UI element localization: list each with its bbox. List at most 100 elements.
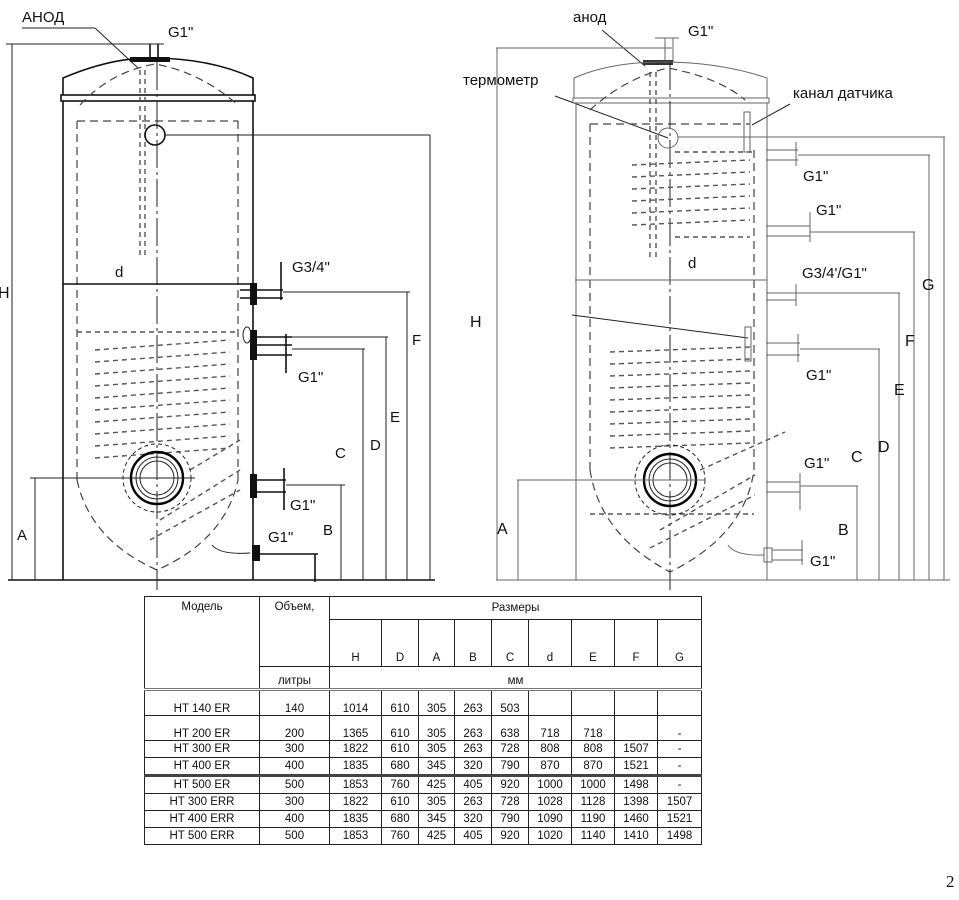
right-G-label: G (922, 277, 934, 294)
dimension-cell-D: 680 (381, 757, 419, 776)
col-header-B: B (454, 619, 492, 667)
col-header-C: C (491, 619, 529, 667)
dimension-cell-F: 1507 (614, 740, 658, 758)
dimension-cell-D: 760 (381, 827, 419, 845)
left-top-connection-label: G1" (168, 24, 193, 41)
left-H-label: H (0, 285, 10, 302)
dimension-cell-C: 503 (491, 688, 529, 716)
dimension-cell-A: 345 (418, 810, 455, 828)
dimension-cell-E (571, 688, 615, 716)
dimension-cell-A: 425 (418, 827, 455, 845)
dimension-cell-C: 728 (491, 740, 529, 758)
col-header-G: G (657, 619, 702, 667)
dimension-cell-H: 1835 (329, 757, 382, 776)
left-C-label: C (335, 445, 346, 462)
dimension-cell-H: 1822 (329, 793, 382, 811)
dimension-cell-G: - (657, 740, 702, 758)
dimension-cell-C: 920 (491, 827, 529, 845)
right-A-label: A (497, 521, 508, 538)
dimension-cell-D: 610 (381, 715, 419, 741)
dimension-cell-G: - (657, 757, 702, 776)
dimension-cell-C: 790 (491, 757, 529, 776)
model-cell: HT 300 ER (144, 740, 260, 758)
dimension-cell-B: 405 (454, 774, 492, 794)
dimension-cell-B: 263 (454, 688, 492, 716)
right-g1-bottom-label: G1" (810, 553, 835, 570)
dimension-cell-B: 405 (454, 827, 492, 845)
dimension-cell-A: 305 (418, 688, 455, 716)
dimension-cell-B: 320 (454, 757, 492, 776)
col-header-F: F (614, 619, 658, 667)
left-E-label: E (390, 409, 400, 426)
dimension-cell-E: 808 (571, 740, 615, 758)
right-d-label: d (688, 255, 696, 272)
volume-header: Объем, (259, 596, 330, 667)
dimension-cell-D: 610 (381, 740, 419, 758)
right-g1-upper2-label: G1" (816, 202, 841, 219)
model-cell: HT 140 ER (144, 688, 260, 716)
left-g34-label: G3/4" (292, 259, 330, 276)
dimension-cell-A: 305 (418, 715, 455, 741)
dimension-cell-B: 263 (454, 793, 492, 811)
left-tank-diagram: АНОД G1" d (0, 9, 435, 590)
right-D-label: D (878, 439, 890, 456)
dimension-cell-C: 728 (491, 793, 529, 811)
dimension-cell-d: 1020 (528, 827, 572, 845)
sensor-channel-label: канал датчика (793, 85, 894, 102)
left-g1-lower-label: G1" (290, 497, 315, 514)
volume-unit: литры (259, 666, 330, 690)
model-cell: HT 200 ER (144, 715, 260, 741)
model-cell: HT 500 ER (144, 774, 260, 794)
dimension-cell-D: 680 (381, 810, 419, 828)
model-cell: HT 400 ER (144, 757, 260, 776)
dimension-cell-F: 1498 (614, 774, 658, 794)
volume-cell: 200 (259, 715, 330, 741)
dimension-cell-F: 1410 (614, 827, 658, 845)
right-C-label: C (851, 449, 863, 466)
volume-cell: 500 (259, 774, 330, 794)
dimension-cell-C: 638 (491, 715, 529, 741)
dimension-cell-C: 790 (491, 810, 529, 828)
volume-cell: 140 (259, 688, 330, 716)
dimension-cell-E: 1000 (571, 774, 615, 794)
dimension-cell-D: 760 (381, 774, 419, 794)
dimension-cell-H: 1853 (329, 827, 382, 845)
volume-cell: 400 (259, 810, 330, 828)
dimension-cell-E: 870 (571, 757, 615, 776)
dimension-cell-H: 1014 (329, 688, 382, 716)
dimension-cell-G: - (657, 715, 702, 741)
right-g1-upper-label: G1" (803, 168, 828, 185)
dimension-cell-E: 1140 (571, 827, 615, 845)
dimension-cell-F: 1460 (614, 810, 658, 828)
right-top-connection-label: G1" (688, 23, 713, 40)
col-header-D: D (381, 619, 419, 667)
dimension-cell-d: 1090 (528, 810, 572, 828)
left-d-label: d (115, 264, 123, 281)
right-H-label: H (470, 314, 482, 331)
thermometer-label: термометр (463, 72, 538, 89)
right-B-label: B (838, 522, 849, 539)
dimension-cell-F: 1398 (614, 793, 658, 811)
dimension-cell-G: 1521 (657, 810, 702, 828)
right-anode-label: анод (573, 9, 607, 26)
dimension-cell-A: 425 (418, 774, 455, 794)
dimension-cell-H: 1365 (329, 715, 382, 741)
dimensions-header: Размеры (329, 596, 702, 620)
left-D-label: D (370, 437, 381, 454)
right-tank-diagram: анод G1" термометр канал датчика (463, 9, 950, 590)
dimension-cell-d: 808 (528, 740, 572, 758)
model-cell: HT 300 ERR (144, 793, 260, 811)
volume-cell: 300 (259, 793, 330, 811)
right-F-label: F (905, 333, 915, 350)
dimension-cell-B: 320 (454, 810, 492, 828)
left-g1-bottom-label: G1" (268, 529, 293, 546)
dimension-cell-G (657, 688, 702, 716)
col-header-H: H (329, 619, 382, 667)
dimension-cell-G: - (657, 774, 702, 794)
col-header-E: E (571, 619, 615, 667)
water-heater-diagrams: АНОД G1" d (0, 9, 950, 590)
volume-cell: 500 (259, 827, 330, 845)
